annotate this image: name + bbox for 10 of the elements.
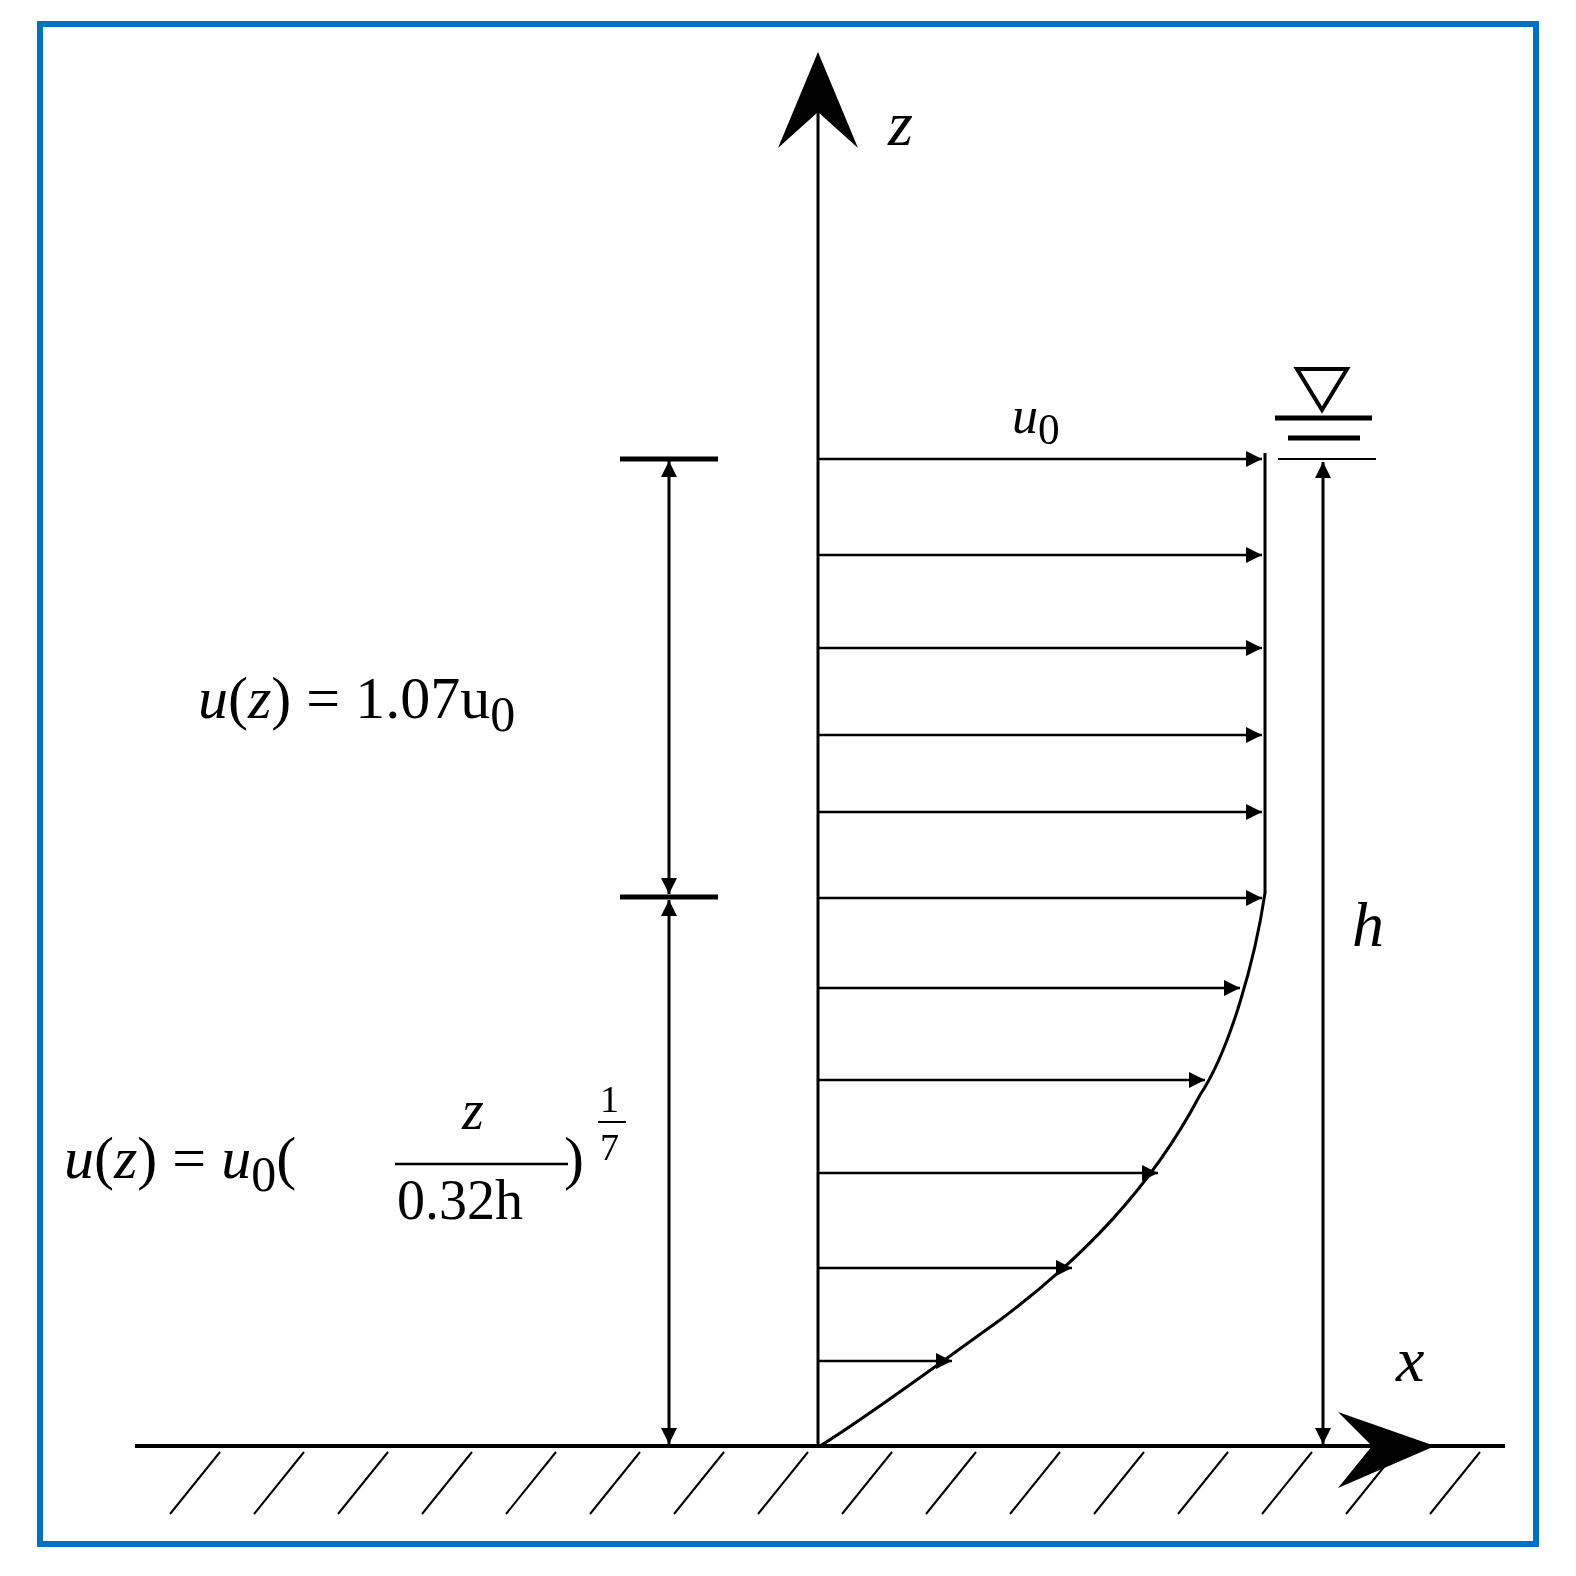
formula: u(z) = u$_{0}$( xyxy=(64,1128,297,1199)
formula: u(z) = 1.07u$_{0}$ xyxy=(198,668,516,739)
z-axis-label: z xyxy=(888,92,913,156)
denominator: 0.32h xyxy=(397,1172,523,1228)
exponent-denominator: 7 xyxy=(600,1128,619,1166)
height-label: h xyxy=(1352,893,1384,957)
x-axis-label: x xyxy=(1396,1328,1425,1392)
numerator: z xyxy=(462,1082,484,1138)
exponent-numerator: 1 xyxy=(600,1080,619,1118)
velocity-label: u$_{0}$ xyxy=(1012,390,1060,452)
